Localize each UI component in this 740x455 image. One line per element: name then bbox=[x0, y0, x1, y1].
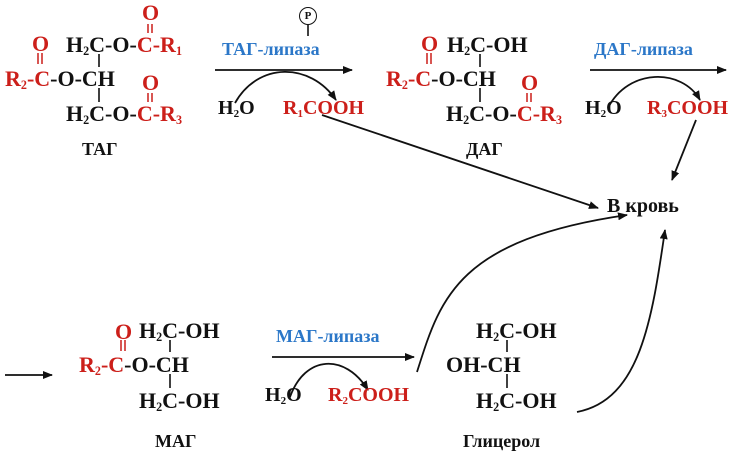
tag-carbonyl-o-top: O bbox=[142, 0, 160, 25]
dag-mid-row: R2-C-O-CH bbox=[386, 66, 496, 93]
mag-mid-row: R2-C-O-CH bbox=[79, 352, 189, 379]
tag-lipase-label: ТАГ-липаза bbox=[222, 39, 320, 59]
dag-carbonyl-o-bottom: O bbox=[521, 70, 539, 95]
dbond-dag-bottom bbox=[526, 93, 532, 102]
to-blood-arrow-4 bbox=[576, 229, 668, 413]
water-2: H2O bbox=[585, 97, 622, 120]
mag-lipase-label: МАГ-липаза bbox=[276, 326, 380, 346]
mag-label: МАГ bbox=[155, 431, 197, 451]
water-1: H2O bbox=[218, 97, 255, 120]
dbond-tag-top bbox=[147, 24, 153, 33]
dbond-dag-mid bbox=[426, 53, 432, 64]
dag-top-row: H2C-OH bbox=[447, 32, 528, 59]
glycerol-top-row: H2C-OH bbox=[476, 318, 557, 345]
mag-bottom-row: H2C-OH bbox=[139, 388, 220, 415]
dbond-tag-bottom bbox=[147, 93, 153, 102]
r1cooh-product: R1COOH bbox=[283, 97, 365, 120]
dbond-tag-mid bbox=[37, 53, 43, 64]
dag-lipase-label: ДАГ-липаза bbox=[594, 39, 693, 59]
tag-carbonyl-o-mid: O bbox=[32, 31, 50, 56]
to-blood-arrow-2 bbox=[671, 119, 697, 181]
to-blood-label: В кровь bbox=[607, 195, 679, 217]
glycerol-mid-row: OH-CH bbox=[446, 352, 521, 377]
dag-label: ДАГ bbox=[466, 139, 503, 159]
tag-carbonyl-o-bottom: O bbox=[142, 70, 160, 95]
water-3: H2O bbox=[265, 384, 302, 407]
curved-arrow-1 bbox=[234, 71, 337, 104]
r2cooh-product: R2COOH bbox=[328, 384, 410, 407]
tag-mid-row: R2-C-O-CH bbox=[5, 66, 115, 93]
mag-carbonyl-o: O bbox=[115, 319, 133, 344]
glycerol-bottom-row: H2C-OH bbox=[476, 388, 557, 415]
to-blood-arrow-1 bbox=[321, 114, 599, 209]
to-blood-arrow-3 bbox=[416, 212, 628, 373]
dbond-mag-mid bbox=[120, 340, 126, 351]
curved-arrow-3 bbox=[289, 362, 369, 398]
tag-bottom-row: H2C-O-C-R3 bbox=[66, 101, 182, 128]
glycerol-label: Глицерол bbox=[463, 431, 541, 451]
phosphate-icon: P bbox=[299, 7, 317, 25]
tag-top-row: H2C-O-C-R1 bbox=[66, 32, 182, 59]
mag-top-row: H2C-OH bbox=[139, 318, 220, 345]
dag-carbonyl-o-mid: O bbox=[421, 31, 439, 56]
dag-bottom-row: H2C-O-C-R3 bbox=[446, 101, 562, 128]
tag-label: ТАГ bbox=[82, 139, 118, 159]
curved-arrow-2 bbox=[607, 76, 701, 109]
r3cooh-product: R3COOH bbox=[647, 97, 729, 120]
